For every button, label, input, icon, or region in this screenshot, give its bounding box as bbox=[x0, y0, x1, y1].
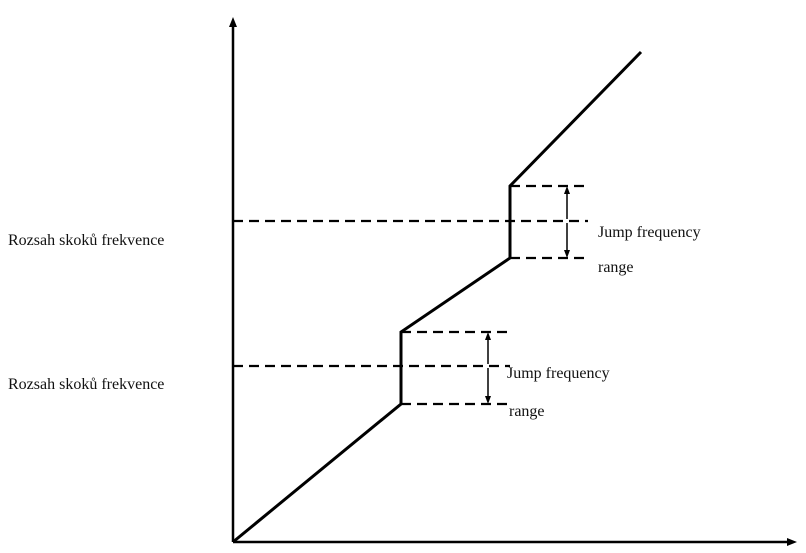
lower-jump-range-label-line1: Jump frequency bbox=[507, 365, 610, 382]
lower-jump-range-label-line2: range bbox=[509, 403, 545, 420]
upper-jump-range-label-line2: range bbox=[598, 259, 634, 276]
lower-jump-left-label: Rozsah skoků frekvence bbox=[8, 376, 164, 393]
upper-jump-left-label: Rozsah skoků frekvence bbox=[8, 232, 164, 249]
frequency-curve bbox=[232, 50, 643, 544]
upper-jump-range-label-line1: Jump frequency bbox=[598, 224, 701, 241]
